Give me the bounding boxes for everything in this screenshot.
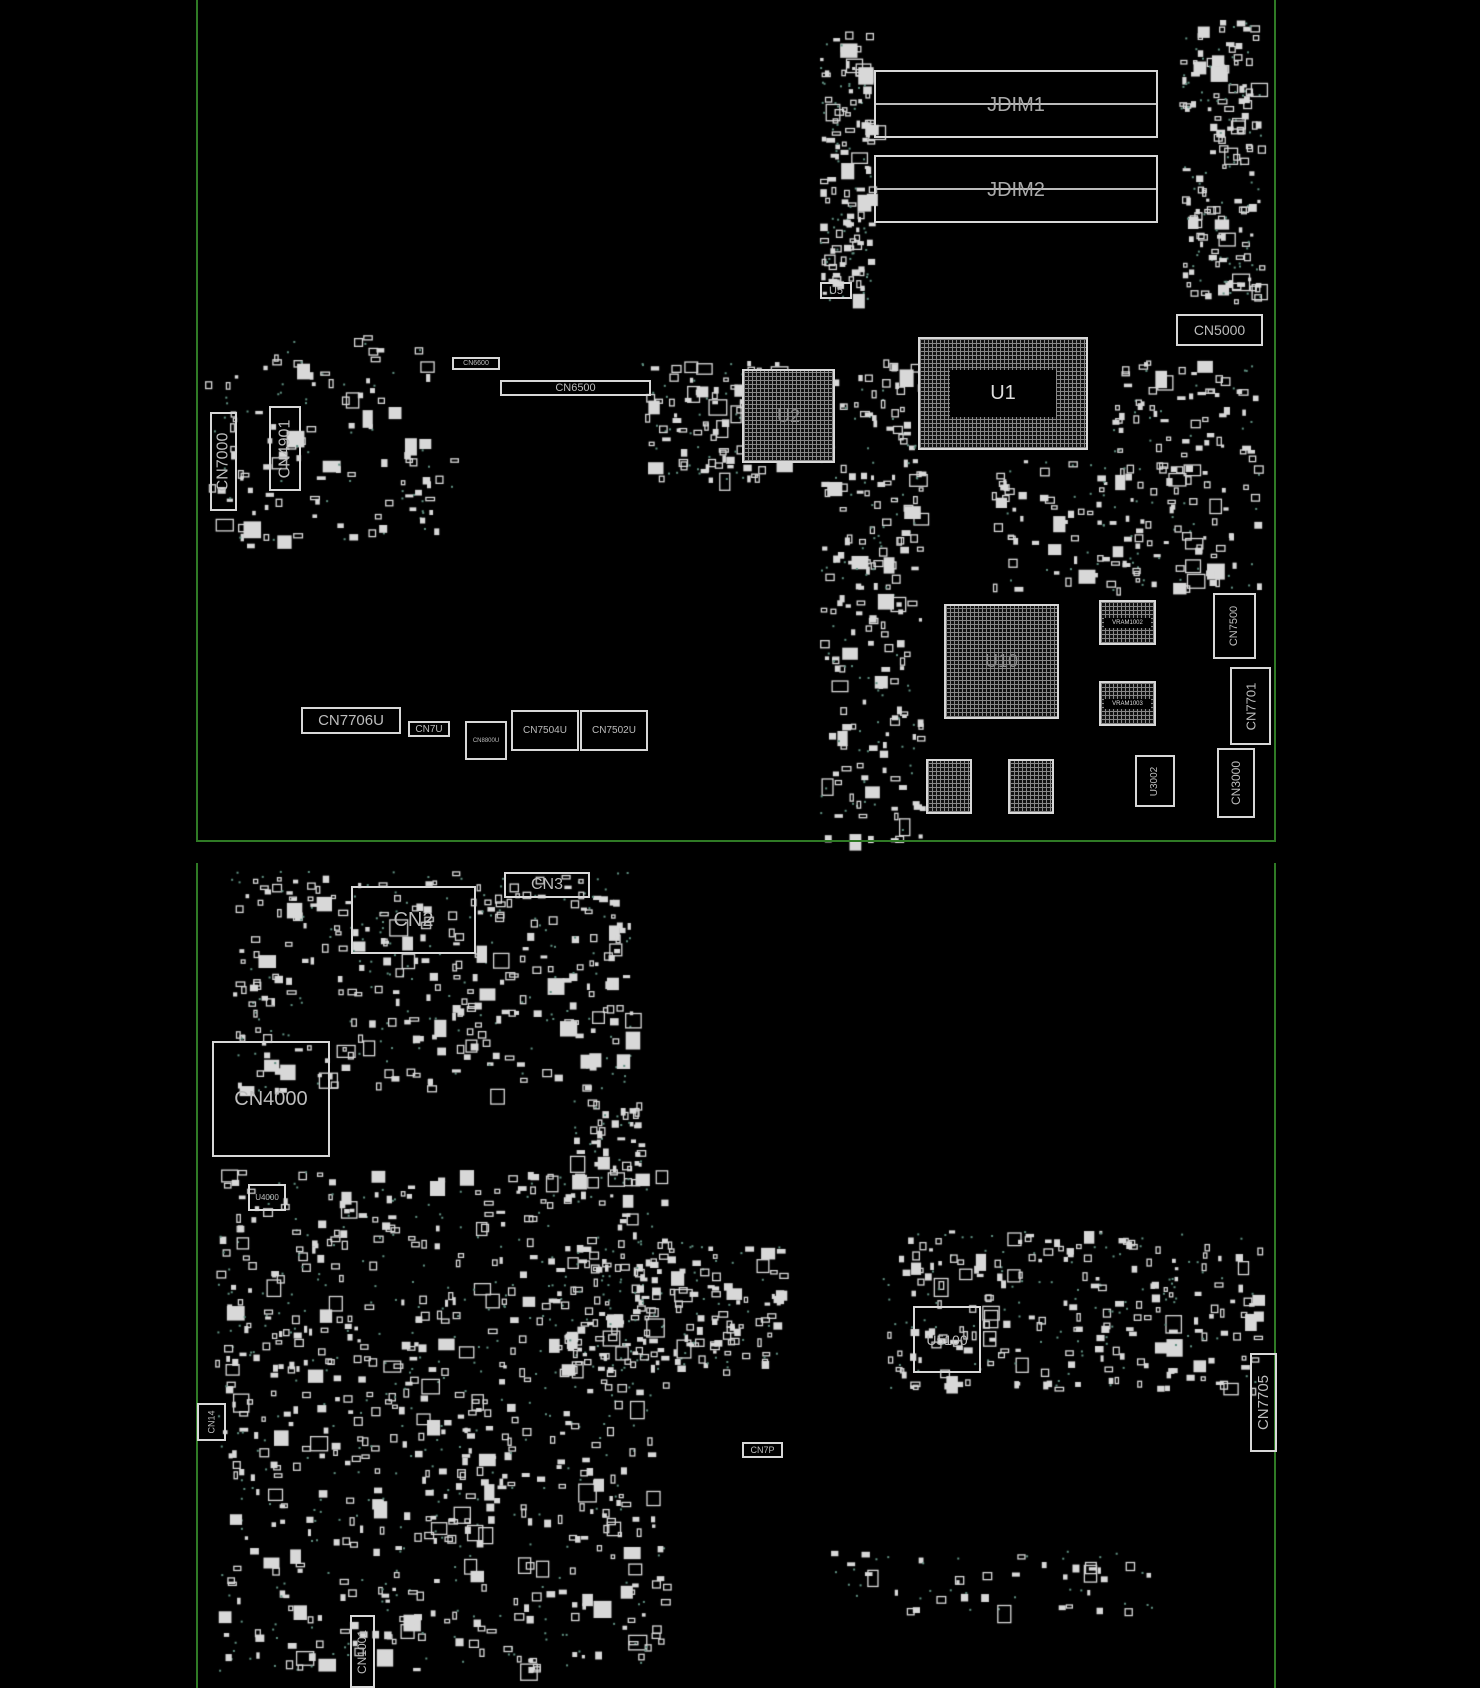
label: CN3 — [530, 876, 563, 893]
component-jdim1[interactable]: JDIM1 — [874, 70, 1158, 138]
component-vram-bottom-left[interactable] — [926, 759, 972, 814]
label: CN7U — [415, 723, 443, 735]
component-cn7502u[interactable]: CN7502U — [580, 710, 648, 751]
board-bottom-side — [196, 863, 1276, 1688]
label: CN7705 — [1255, 1374, 1273, 1431]
label: CN6500 — [555, 382, 596, 394]
label: U1 — [950, 370, 1056, 417]
label: CN3000 — [1229, 760, 1243, 806]
component-u10[interactable]: U10 — [944, 604, 1059, 719]
label: JDIM1 — [876, 95, 1156, 115]
label: JDIM2 — [876, 180, 1156, 200]
component-cn6500[interactable]: CN6500 — [500, 380, 651, 396]
component-u2[interactable]: U2 — [742, 369, 835, 463]
label: CN7706U — [318, 712, 384, 729]
component-cn7500[interactable]: CN7500 — [1213, 593, 1256, 659]
component-cn7706u[interactable]: CN7706U — [301, 707, 401, 734]
label: CN7P — [750, 1445, 775, 1455]
label: U2 — [776, 405, 800, 426]
component-cn7701[interactable]: CN7701 — [1230, 667, 1271, 745]
component-vram-bottom-right[interactable] — [1008, 759, 1054, 814]
label: CN1001 — [355, 1629, 370, 1674]
board-top-side — [196, 0, 1276, 842]
label: U10 — [984, 651, 1019, 671]
component-cn4901[interactable]: CN4901 — [269, 406, 301, 491]
component-cn7504u[interactable]: CN7504U — [511, 710, 579, 751]
component-cn7p[interactable]: CN7P — [742, 1442, 783, 1458]
component-cn2[interactable]: CN2 — [351, 886, 476, 954]
label: U5100 — [926, 1331, 968, 1348]
label: CN7701 — [1243, 682, 1259, 730]
label: U5 — [828, 284, 844, 297]
label: U3002 — [1149, 766, 1161, 796]
component-u3002[interactable]: U3002 — [1135, 755, 1175, 807]
component-jdim2[interactable]: JDIM2 — [874, 155, 1158, 223]
label: CN7500 — [1228, 605, 1241, 647]
label: CN14 — [206, 1410, 217, 1434]
component-cn5000[interactable]: CN5000 — [1176, 314, 1263, 346]
component-cn1001[interactable]: CN1001 — [350, 1615, 375, 1688]
label: CN4000 — [234, 1087, 308, 1110]
label: VRAM1003 — [1104, 698, 1151, 709]
component-cn3000[interactable]: CN3000 — [1217, 748, 1255, 818]
component-u5100[interactable]: U5100 — [913, 1306, 981, 1373]
component-u1[interactable]: U1 — [918, 337, 1088, 450]
component-cn4000[interactable]: CN4000 — [212, 1041, 330, 1157]
component-cn7000[interactable]: CN7000 — [210, 412, 237, 511]
label: CN2 — [393, 908, 434, 931]
component-vram1003[interactable]: VRAM1003 — [1099, 681, 1156, 726]
component-cn14[interactable]: CN14 — [197, 1403, 226, 1441]
component-u5[interactable]: U5 — [820, 282, 852, 299]
label: U4000 — [255, 1193, 279, 1202]
label: CN7502U — [592, 725, 636, 736]
component-cn7u[interactable]: CN7U — [408, 721, 450, 737]
label: CN4901 — [276, 419, 294, 478]
component-u4000[interactable]: U4000 — [248, 1184, 286, 1211]
label: CN5000 — [1193, 322, 1246, 338]
component-cn7705[interactable]: CN7705 — [1250, 1353, 1277, 1452]
label: VRAM1002 — [1104, 617, 1151, 628]
component-cn6600[interactable]: CN6600 — [452, 357, 500, 370]
component-vram1002[interactable]: VRAM1002 — [1099, 600, 1156, 645]
component-cn8800u[interactable]: CN8800U — [465, 721, 507, 760]
label: CN7504U — [523, 725, 567, 736]
component-cn3[interactable]: CN3 — [504, 872, 590, 898]
label: CN7000 — [214, 432, 232, 491]
label: CN6600 — [463, 360, 489, 367]
label: CN8800U — [472, 737, 500, 744]
